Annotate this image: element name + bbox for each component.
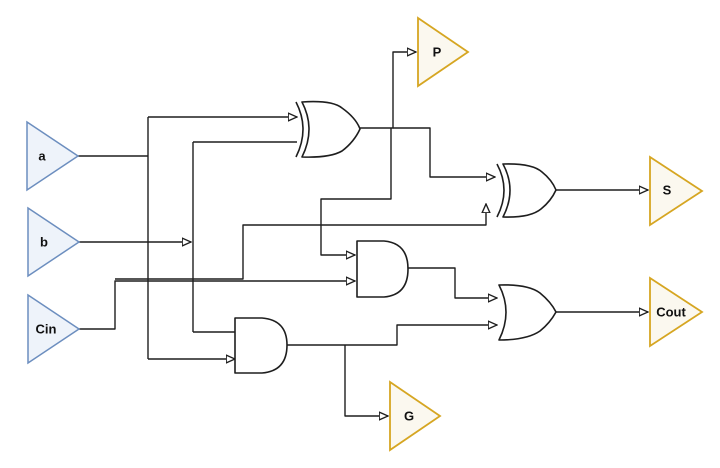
output-cout-label: Cout xyxy=(656,304,686,319)
input-cin-label: Cin xyxy=(36,321,57,336)
wires xyxy=(78,52,648,416)
input-b-label: b xyxy=(40,234,48,249)
and-gate-2 xyxy=(234,317,288,374)
wire-and2-to-g xyxy=(344,345,388,416)
xor-gate-1 xyxy=(295,100,361,158)
xor-gate-2 xyxy=(496,163,557,218)
wire-xor1-to-xor2 xyxy=(393,127,495,177)
output-p: P xyxy=(417,16,470,88)
output-g-label: G xyxy=(404,408,414,423)
wire-cin-to-xor2 xyxy=(115,204,486,280)
output-s-label: S xyxy=(663,182,672,197)
output-g: G xyxy=(389,380,442,452)
output-s: S xyxy=(649,155,704,227)
or-gate xyxy=(498,284,557,341)
input-a: a xyxy=(26,120,80,192)
wire-and1-to-or xyxy=(408,267,497,298)
wire-xor1-to-p xyxy=(358,52,416,129)
wire-cin-to-and1 xyxy=(79,281,355,330)
output-p-label: P xyxy=(433,44,442,59)
input-cin: Cin xyxy=(27,293,81,365)
input-b: b xyxy=(27,206,81,278)
output-cout: Cout xyxy=(649,276,704,348)
input-a-label: a xyxy=(38,148,46,163)
and-gate-1 xyxy=(356,240,409,298)
wire-p-to-and1 xyxy=(320,128,392,255)
wire-and2-to-or xyxy=(287,325,497,346)
